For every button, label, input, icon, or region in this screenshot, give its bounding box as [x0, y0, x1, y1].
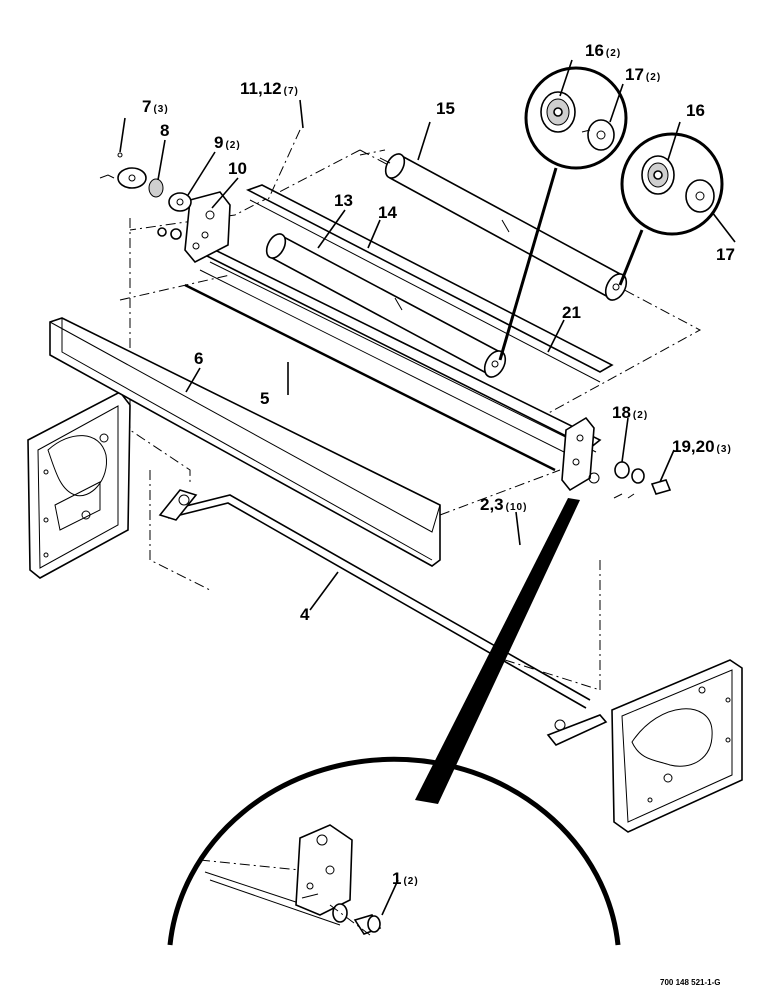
- callout-7: 7(3): [142, 97, 169, 116]
- bushing-detail: [167, 498, 621, 946]
- left-bracket-10: [157, 191, 231, 264]
- callout-4: 4: [300, 605, 310, 624]
- callout-18: 18(2): [612, 403, 648, 422]
- callout-17-upper: 17(2): [625, 65, 661, 84]
- callout-1: 1(2): [392, 869, 419, 888]
- figure-id: 700 148 521-1-G: [660, 978, 721, 987]
- callout-labels: 1(2) 2,3(10) 4 5 6 7(3) 8 9(2) 10 11,12(…: [142, 41, 735, 888]
- callout-14: 14: [378, 203, 397, 222]
- callout-2-3: 2,3(10): [480, 495, 527, 514]
- callout-17-lower: 17: [716, 245, 735, 264]
- callout-13: 13: [334, 191, 353, 210]
- callout-8: 8: [160, 121, 169, 140]
- roller-15: [379, 153, 628, 301]
- callout-5: 5: [260, 389, 269, 408]
- left-hardware-7-8-9: [99, 152, 192, 212]
- blade-21: [199, 249, 602, 461]
- callout-11-12: 11,12(7): [240, 79, 299, 98]
- callout-16-upper: 16(2): [585, 41, 621, 60]
- left-side-frame: [27, 390, 131, 579]
- lower-rod-4: [158, 489, 608, 746]
- thin-rod-5: [184, 283, 556, 472]
- leader-lines: [119, 59, 736, 916]
- roller-13: [265, 233, 507, 378]
- right-bracket-hardware: [561, 416, 672, 499]
- callout-19-20: 19,20(3): [672, 437, 732, 456]
- channel-14: [245, 184, 614, 383]
- right-side-frame: [611, 659, 743, 833]
- callout-6: 6: [194, 349, 203, 368]
- bearing-detail-upper: [498, 66, 628, 361]
- phantom-outline: [119, 149, 702, 691]
- bearing-detail-lower: [618, 132, 724, 286]
- angle-bar-6: [49, 317, 441, 567]
- callout-16-lower: 16: [686, 101, 705, 120]
- callout-15: 15: [436, 99, 455, 118]
- callout-21: 21: [562, 303, 581, 322]
- callout-10: 10: [228, 159, 247, 178]
- callout-9: 9(2): [214, 133, 241, 152]
